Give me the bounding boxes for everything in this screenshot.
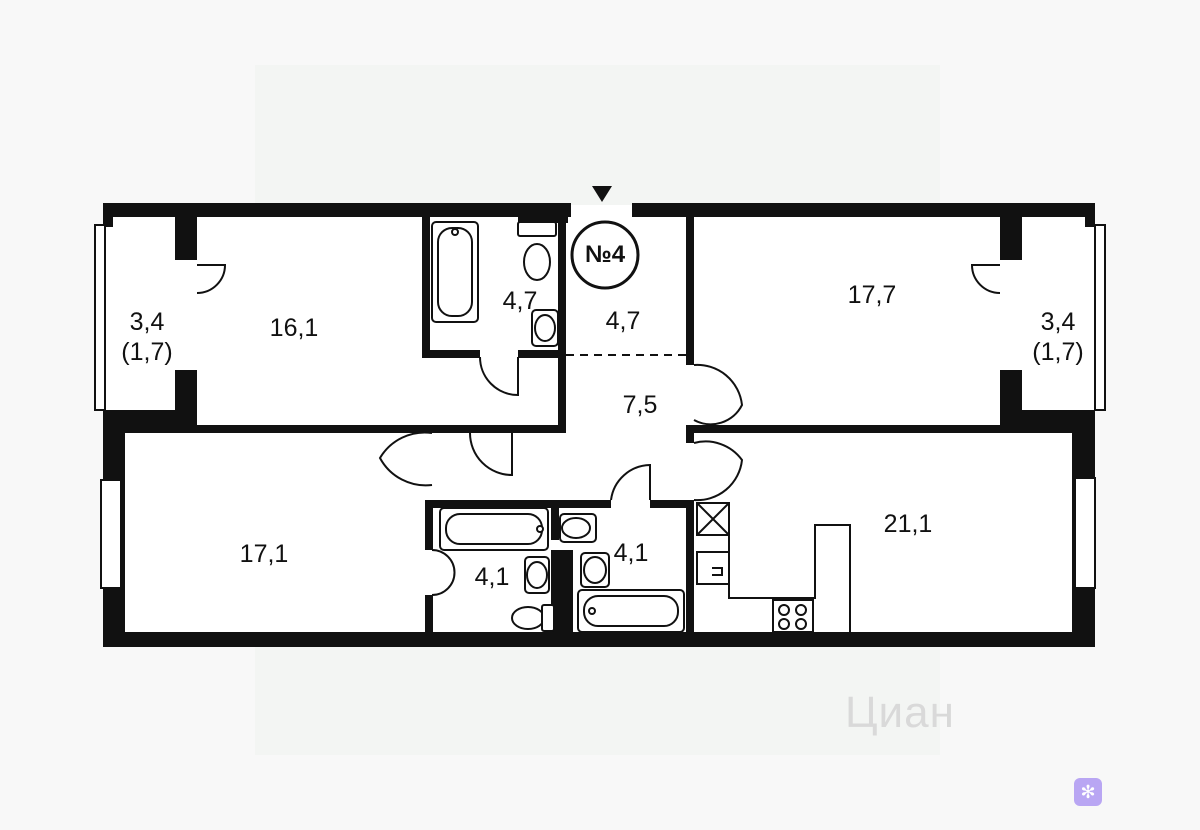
apartment-number-circle: [570, 220, 640, 290]
bathroom-bottom-right-area: 4,1: [613, 539, 649, 567]
balcony-right-area: 3,4 (1,7): [1032, 307, 1083, 367]
balcony-walls: [103, 215, 1095, 430]
corridor-area: 7,5: [622, 391, 658, 419]
door-swings: [196, 264, 1001, 596]
balcony-right-area-sub: (1,7): [1032, 338, 1084, 366]
bedroom-top-left-area: 16,1: [269, 314, 319, 342]
bedroom-bottom-left-area: 17,1: [239, 540, 289, 568]
snowflake-icon[interactable]: ✻: [1074, 778, 1102, 806]
bathtubs: [431, 221, 685, 633]
balcony-right-area-value: 3,4: [1040, 308, 1076, 336]
bathroom-fixtures: [511, 221, 610, 632]
entrance-arrow-icon: [592, 186, 612, 202]
balcony-left-area-sub: (1,7): [121, 338, 173, 366]
bedroom-top-right-area: 17,7: [847, 281, 897, 309]
windows: [94, 224, 1106, 589]
watermark-logo: Циан: [845, 688, 955, 737]
hall-top-area: 4,7: [605, 307, 641, 335]
kitchen-fixtures: [696, 502, 851, 633]
interior-walls: [125, 215, 1072, 635]
balcony-left-area: 3,4 (1,7): [121, 307, 172, 367]
bathroom-bottom-left-area: 4,1: [474, 563, 510, 591]
balcony-left-area-value: 3,4: [129, 308, 165, 336]
bathroom-top-area: 4,7: [502, 287, 538, 315]
apartment-number: №4: [584, 241, 626, 268]
kitchen-living-area: 21,1: [883, 510, 933, 538]
